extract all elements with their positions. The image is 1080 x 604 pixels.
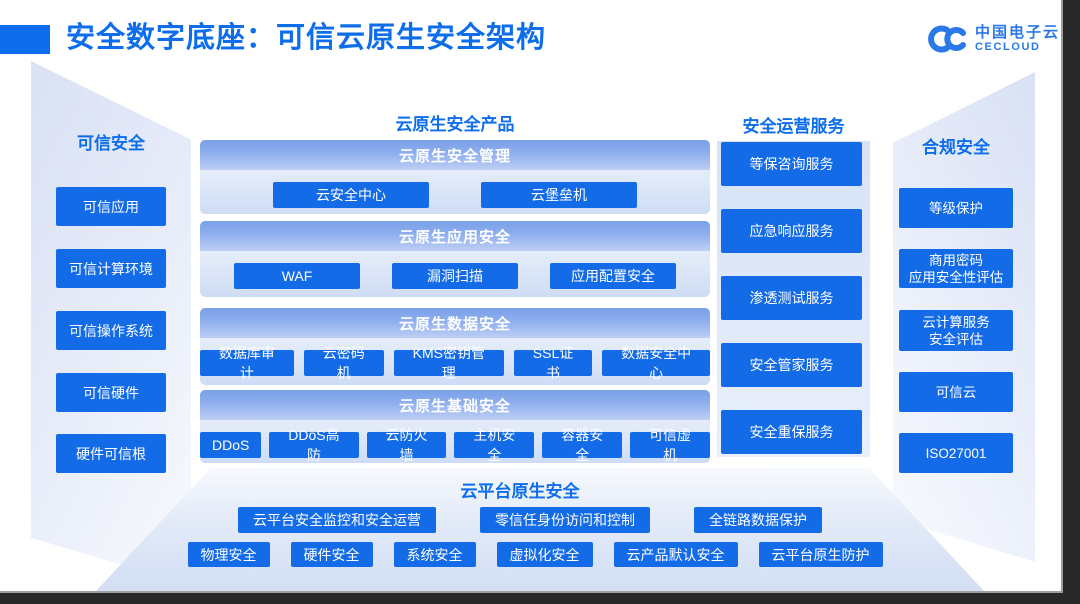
product-box: KMS密钥管理 bbox=[393, 345, 504, 381]
compliance-header: 合规安全 bbox=[922, 138, 990, 157]
product-box: DDoS bbox=[200, 432, 262, 458]
platform-box: 物理安全 bbox=[187, 542, 270, 567]
service-box: 安全重保服务 bbox=[721, 410, 862, 454]
compliance-box: 商用密码 应用安全性评估 bbox=[899, 249, 1013, 288]
product-section-data: 云原生数据安全 数据库审计 云密码机 KMS密钥管理 SSL证书 数据安全中心 bbox=[200, 308, 711, 385]
platform-box: 全链路数据保护 bbox=[694, 507, 822, 533]
compliance-box-line: 商用密码 bbox=[929, 252, 983, 268]
product-box: 云密码机 bbox=[303, 345, 384, 381]
compliance-box-line: ISO27001 bbox=[925, 445, 987, 461]
products-header: 云原生安全产品 bbox=[395, 115, 515, 134]
trusted-security-box: 可信计算环境 bbox=[56, 249, 166, 288]
compliance-box: 可信云 bbox=[899, 372, 1013, 412]
brand-text: 中国电子云 CECLOUD bbox=[975, 24, 1060, 54]
product-box: SSL证书 bbox=[513, 345, 593, 381]
product-box: 主机安全 bbox=[454, 427, 535, 463]
operation-services-header: 安全运营服务 bbox=[742, 117, 845, 136]
product-box: WAF bbox=[234, 263, 360, 289]
compliance-box-line: 安全评估 bbox=[929, 331, 983, 347]
trusted-security-header: 可信安全 bbox=[77, 134, 145, 153]
product-section-title: 云原生基础安全 bbox=[200, 390, 710, 420]
slide: 安全数字底座：可信云原生安全架构 中国电子云 CECLOUD 可信安全 可信应用… bbox=[0, 0, 1063, 593]
cecloud-double-c-icon bbox=[928, 25, 966, 53]
platform-box: 云产品默认安全 bbox=[613, 542, 738, 567]
product-box: 可信虚机 bbox=[630, 427, 710, 463]
product-box: 云防火墙 bbox=[366, 427, 447, 463]
platform-box: 零信任身份访问和控制 bbox=[480, 507, 650, 533]
product-section-title: 云原生数据安全 bbox=[200, 308, 710, 338]
platform-box: 硬件安全 bbox=[290, 542, 373, 567]
product-section-title: 云原生安全管理 bbox=[200, 140, 710, 170]
compliance-box: 等级保护 bbox=[899, 188, 1013, 228]
compliance-box: 云计算服务 安全评估 bbox=[899, 310, 1013, 351]
product-section-application: 云原生应用安全 WAF 漏洞扫描 应用配置安全 bbox=[200, 221, 710, 297]
platform-box: 云平台安全监控和安全运营 bbox=[238, 507, 436, 533]
product-box: 容器安全 bbox=[542, 427, 623, 463]
product-section-title: 云原生应用安全 bbox=[200, 221, 710, 251]
product-box: 应用配置安全 bbox=[550, 263, 676, 289]
service-box: 安全管家服务 bbox=[721, 343, 862, 387]
platform-box: 云平台原生防护 bbox=[758, 542, 883, 567]
service-box: 渗透测试服务 bbox=[721, 276, 862, 320]
compliance-box-line: 应用安全性评估 bbox=[908, 269, 1004, 285]
compliance-box: ISO27001 bbox=[899, 433, 1013, 473]
product-box: 数据库审计 bbox=[200, 345, 294, 381]
platform-row-2: 物理安全 硬件安全 系统安全 虚拟化安全 云产品默认安全 云平台原生防护 bbox=[30, 542, 1040, 567]
product-box: 云堡垒机 bbox=[481, 182, 637, 208]
compliance-box-line: 云计算服务 bbox=[922, 314, 990, 330]
page-title: 安全数字底座：可信云原生安全架构 bbox=[66, 22, 547, 54]
product-box: 数据安全中心 bbox=[602, 345, 711, 381]
trusted-security-box: 可信操作系统 bbox=[56, 311, 166, 350]
platform-box: 虚拟化安全 bbox=[496, 542, 593, 567]
service-box: 等保咨询服务 bbox=[721, 142, 862, 186]
product-box: 漏洞扫描 bbox=[392, 263, 518, 289]
compliance-box-line: 可信云 bbox=[935, 384, 977, 400]
product-section-basic: 云原生基础安全 DDoS DDoS高防 云防火墙 主机安全 容器安全 可信虚机 bbox=[200, 390, 710, 463]
service-box: 应急响应服务 bbox=[721, 209, 862, 253]
title-accent-bar bbox=[0, 25, 50, 54]
product-box: DDoS高防 bbox=[269, 427, 359, 463]
compliance-box-line: 等级保护 bbox=[929, 200, 983, 216]
product-box: 云安全中心 bbox=[273, 182, 429, 208]
brand-name-en: CECLOUD bbox=[975, 41, 1041, 53]
brand-name-cn: 中国电子云 bbox=[975, 24, 1061, 41]
trusted-security-box: 可信硬件 bbox=[56, 373, 166, 412]
trusted-security-box: 可信应用 bbox=[56, 187, 166, 226]
product-section-management: 云原生安全管理 云安全中心 云堡垒机 bbox=[200, 140, 710, 214]
platform-box: 系统安全 bbox=[393, 542, 476, 567]
brand-logo: 中国电子云 CECLOUD bbox=[922, 23, 1060, 55]
platform-header: 云平台原生安全 bbox=[460, 482, 580, 501]
trusted-security-box: 硬件可信根 bbox=[56, 434, 166, 473]
platform-row-1: 云平台安全监控和安全运营 零信任身份访问和控制 全链路数据保护 bbox=[25, 507, 1035, 533]
